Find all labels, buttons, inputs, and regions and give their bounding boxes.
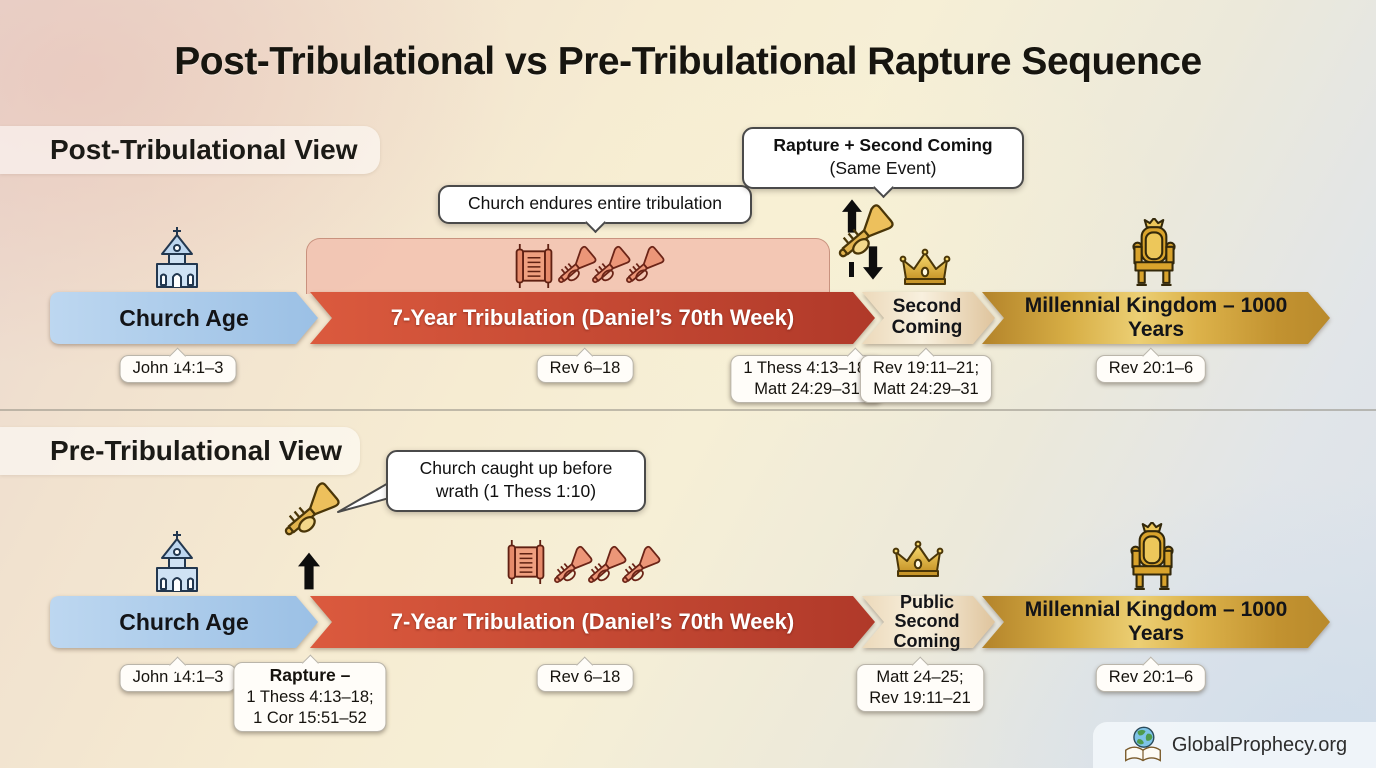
pre-trib-timeline xyxy=(50,596,1330,648)
church-icon xyxy=(156,227,198,288)
ref-badge-rev20: Rev 20:1–6 xyxy=(1095,664,1207,692)
pre-segment-second-coming-shape xyxy=(862,596,995,648)
post-trib-timeline xyxy=(50,292,1330,344)
scroll-icon xyxy=(507,540,545,584)
post-second-coming-label: Second Coming xyxy=(891,296,963,338)
ref-badge-john: John 14:1–3 xyxy=(119,664,237,692)
ref-badge-rev19: Rev 19:11–21; Matt 24:29–31 xyxy=(859,355,993,404)
callout-rapture-second-coming: Rapture + Second Coming (Same Event) xyxy=(742,127,1024,189)
trumpet-icon xyxy=(592,245,631,284)
ref-badge-rev6-18: Rev 6–18 xyxy=(536,355,634,383)
pre-millennial-label: Millennial Kingdom – 1000 Years xyxy=(1024,598,1288,645)
up-arrow-icon xyxy=(842,199,862,233)
callout-church-endures: Church endures entire tribulation xyxy=(438,185,752,224)
pre-segment-millennial-shape xyxy=(982,596,1330,648)
post-segment-millennial-shape xyxy=(982,292,1330,344)
branding-panel: GlobalProphecy.org xyxy=(1093,722,1376,768)
throne-icon xyxy=(1132,218,1176,286)
ref-badge-rev6-18: Rev 6–18 xyxy=(536,664,634,692)
ref-badge-rapture-thess: 1 Thess 4:13–18; Matt 24:29–31 xyxy=(730,355,884,404)
pre-second-coming-label: Public Second Coming xyxy=(893,591,961,651)
down-arrow-icon xyxy=(863,246,883,280)
post-segment-church-age-shape xyxy=(50,292,318,344)
crown-icon xyxy=(892,540,944,577)
pre-trib-heading-label: Pre-Tribulational View xyxy=(50,435,343,466)
church-icon xyxy=(156,531,198,592)
site-name: GlobalProphecy.org xyxy=(1171,733,1348,756)
trumpet-icon xyxy=(622,545,661,584)
ref-badge-john: John 14:1–3 xyxy=(119,355,237,383)
trumpet-icon xyxy=(626,245,665,284)
post-millennial-label: Millennial Kingdom – 1000 Years xyxy=(1024,294,1288,341)
pre-tribulation-label: 7-Year Tribulation (Daniel’s 70th Week) xyxy=(390,609,795,634)
post-trib-section-heading: Post-Tribulational View xyxy=(0,126,380,174)
post-tribulation-church-band xyxy=(306,238,830,294)
ref-badge-matt24-25: Matt 24–25; Rev 19:11–21 xyxy=(856,664,984,713)
callout-church-caught-up: Church caught up before wrath (1 Thess 1… xyxy=(386,450,646,512)
pre-segment-church-age-shape xyxy=(50,596,318,648)
ref-badge-rev20: Rev 20:1–6 xyxy=(1095,355,1207,383)
globe-on-open-book-icon xyxy=(1124,726,1161,762)
section-divider xyxy=(0,409,1376,411)
post-tribulation-label: 7-Year Tribulation (Daniel’s 70th Week) xyxy=(390,305,795,330)
post-segment-second-coming-shape xyxy=(862,292,995,344)
scroll-icon xyxy=(515,244,553,288)
crown-icon xyxy=(899,248,951,285)
dashed-line-segment xyxy=(849,262,854,277)
post-trib-heading-label: Post-Tribulational View xyxy=(50,134,358,165)
up-arrow-icon xyxy=(298,552,320,590)
pre-church-age-label: Church Age xyxy=(119,608,249,635)
throne-icon xyxy=(1130,522,1174,590)
post-church-age-label: Church Age xyxy=(119,304,249,331)
trumpet-icon xyxy=(554,545,593,584)
rapture-trumpet-icon xyxy=(284,482,340,536)
trumpet-icon xyxy=(588,545,627,584)
post-segment-tribulation-shape xyxy=(310,292,875,344)
ref-badge-rapture: Rapture – 1 Thess 4:13–18; 1 Cor 15:51–5… xyxy=(233,662,387,733)
page-title: Post-Tribulational vs Pre-Tribulational … xyxy=(174,40,1202,83)
trumpet-icon xyxy=(558,245,597,284)
pre-segment-tribulation-shape xyxy=(310,596,875,648)
pre-trib-section-heading: Pre-Tribulational View xyxy=(0,427,360,475)
rapture-trumpet-icon xyxy=(838,204,894,258)
